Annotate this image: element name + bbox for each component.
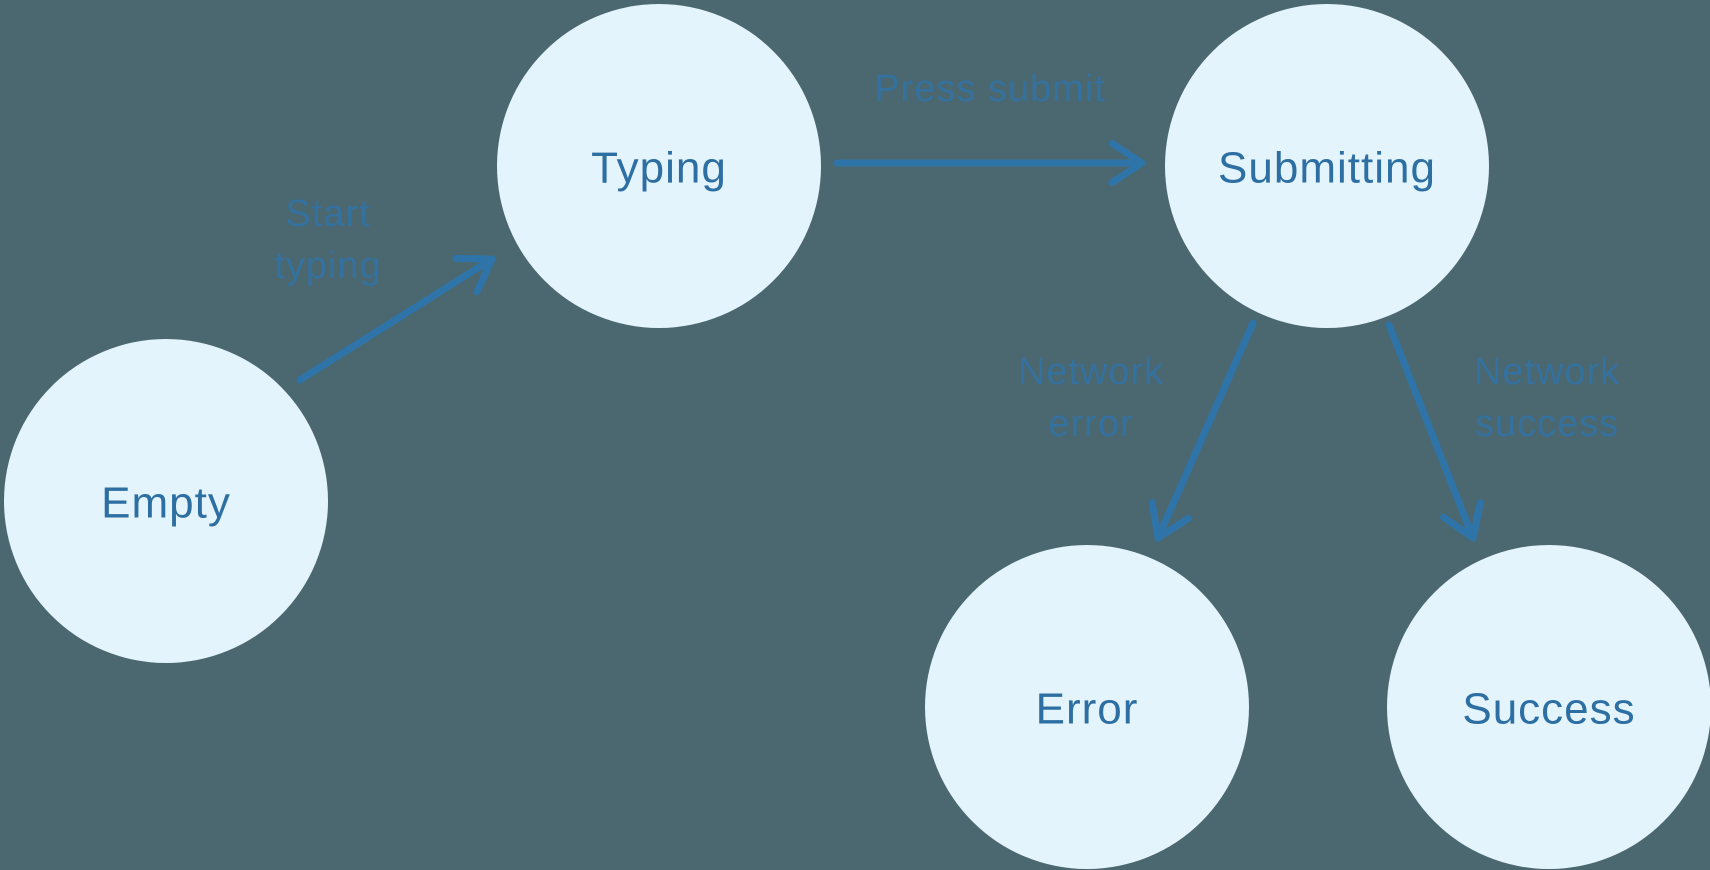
transition-press-submit: Press submit: [833, 68, 1146, 187]
network-error-arrow: [1154, 319, 1257, 542]
state-node-typing: Typing: [497, 4, 821, 328]
start-typing-arrow-head-1: [452, 254, 496, 263]
transition-network-success: Network success: [1385, 321, 1620, 542]
typing-state-circle: [497, 4, 821, 328]
empty-state-label: Empty: [101, 479, 231, 528]
transition-start-typing: Start typing: [274, 193, 496, 384]
network-error-label-line1: Network: [1018, 351, 1164, 393]
error-state-label: Error: [1036, 685, 1139, 734]
typing-state-label: Typing: [591, 144, 727, 193]
network-success-arrow-head-2: [1440, 513, 1477, 542]
state-node-error: Error: [925, 545, 1249, 869]
network-success-label-line1: Network: [1474, 351, 1620, 393]
press-submit-arrow-head-2: [1108, 159, 1146, 187]
state-node-success: Success: [1387, 545, 1710, 869]
start-typing-arrow-head-2: [473, 255, 496, 296]
transition-network-error: Network error: [1018, 319, 1257, 542]
state-node-empty: Empty: [4, 339, 328, 663]
empty-state-circle: [4, 339, 328, 663]
network-error-arrow-head-1: [1154, 514, 1192, 542]
submitting-state-circle: [1165, 4, 1489, 328]
network-success-arrow: [1385, 321, 1477, 542]
press-submit-label: Press submit: [874, 68, 1106, 110]
success-state-label: Success: [1462, 685, 1635, 734]
success-state-circle: [1387, 545, 1710, 869]
network-error-label-line2: error: [1048, 403, 1133, 445]
error-state-circle: [925, 545, 1249, 869]
start-typing-label-line2: typing: [274, 245, 381, 287]
state-node-submitting: Submitting: [1165, 4, 1489, 328]
network-success-arrow-head-1: [1469, 499, 1484, 542]
press-submit-arrow-head-1: [1108, 139, 1146, 167]
network-error-arrow-head-2: [1148, 499, 1162, 542]
network-success-label-line2: success: [1475, 403, 1619, 445]
start-typing-label-line1: Start: [285, 193, 370, 235]
start-typing-arrow: [296, 255, 496, 384]
submitting-state-label: Submitting: [1218, 144, 1436, 193]
